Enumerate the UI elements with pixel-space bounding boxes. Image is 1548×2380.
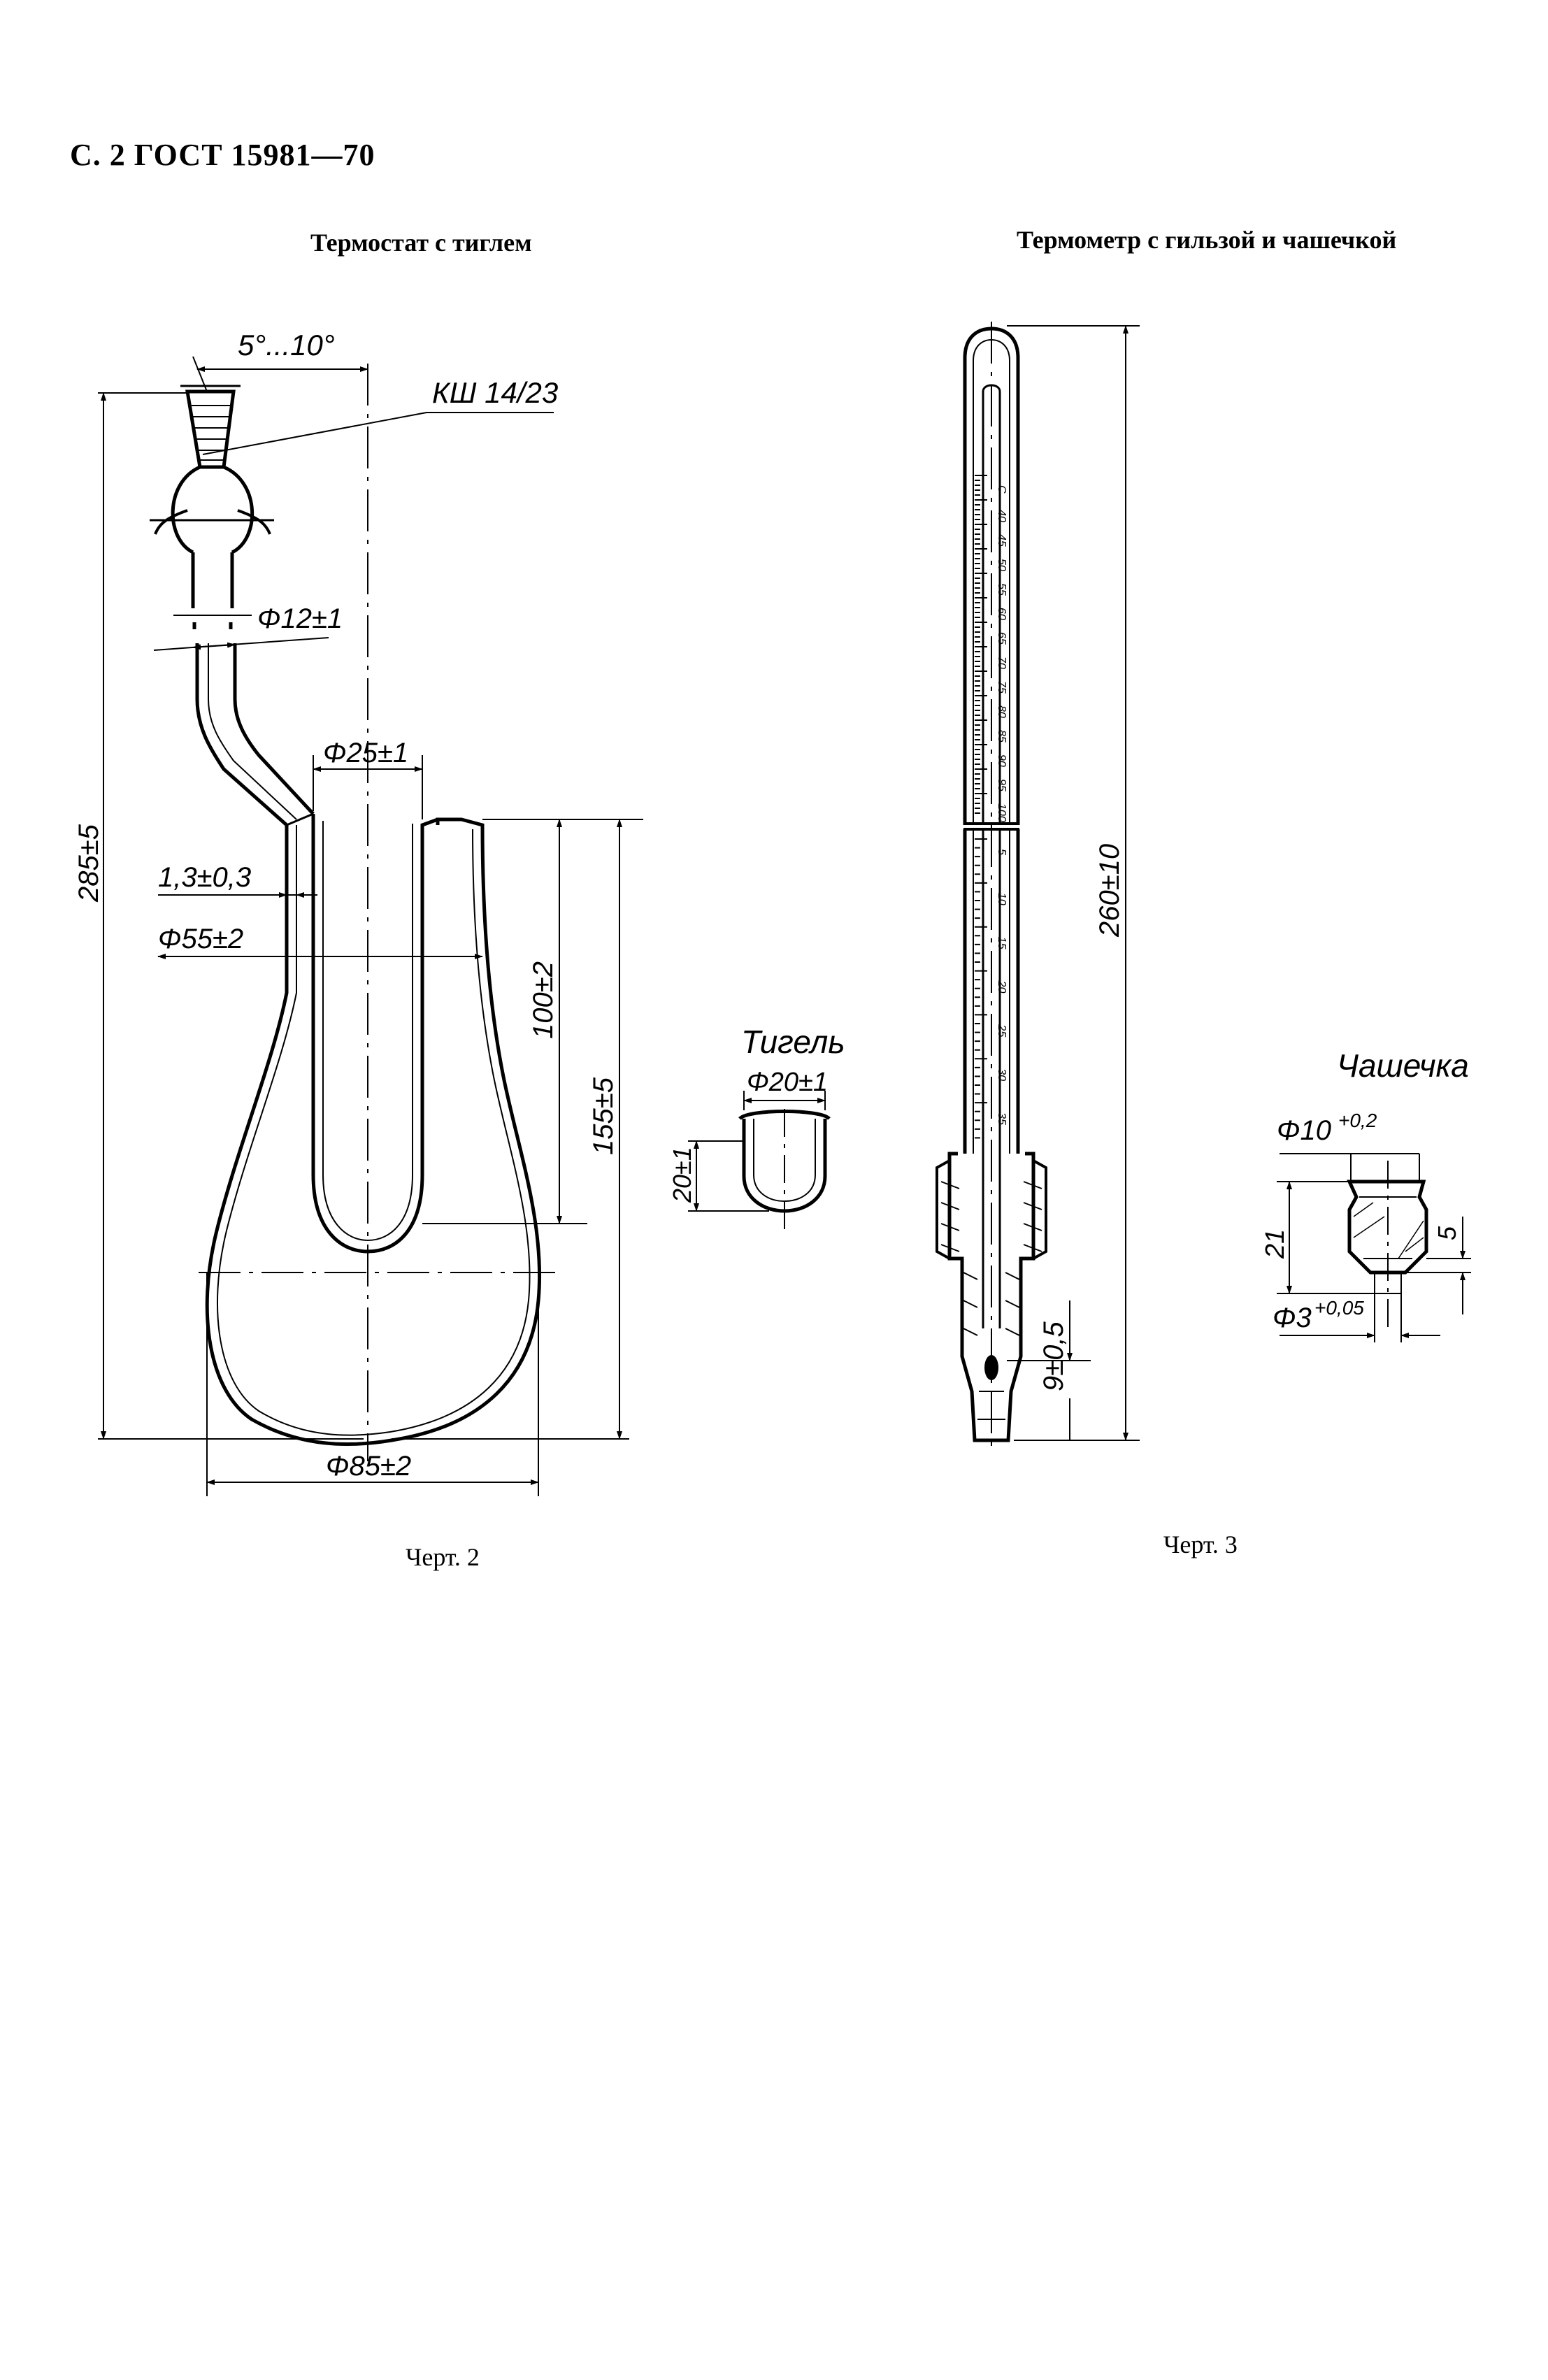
dim-tube-diameter: Φ12±1 — [257, 603, 343, 634]
lower-scale-label: 15 — [996, 937, 1008, 949]
upper-scale-label: 100 — [996, 803, 1008, 822]
side-tube — [173, 552, 315, 826]
upper-scale-label: 60 — [996, 608, 1008, 620]
dim-neck-diameter: Φ55±2 — [158, 924, 243, 954]
ground-joint — [180, 385, 241, 469]
upper-scale-label: 90 — [996, 754, 1008, 767]
upper-scale-label: C — [996, 485, 1008, 494]
lower-scale-label: 25 — [996, 1024, 1008, 1037]
crucible-height: 20±1 — [668, 1147, 696, 1203]
dim-bulb-diameter: Φ85±2 — [326, 1451, 411, 1482]
crucible-diameter: Φ20±1 — [747, 1068, 828, 1097]
dim-inner-depth: 100±2 — [528, 961, 559, 1039]
figure2-label: Черт. 2 — [406, 1543, 480, 1571]
thermometer-scale: C 40 45 50 55 60 65 70 75 80 85 90 95 100 5 10 15 20 25 30 3… — [975, 475, 1008, 1139]
cup-diameter-tolerance: +0,2 — [1338, 1110, 1377, 1131]
cup-drawing: Чашечка Φ10 +0,2 21 5 Φ3 +0,05 — [1261, 1047, 1471, 1342]
dim-wall: 1,3±0,3 — [158, 862, 251, 893]
dim-joint: КШ 14/23 — [432, 376, 558, 409]
dim-angle: 5°...10° — [238, 329, 335, 361]
dim-body-height: 155±5 — [588, 1077, 619, 1155]
lower-scale-label: 5 — [996, 849, 1008, 855]
lower-scale-label: 20 — [996, 980, 1008, 994]
upper-scale-label: 85 — [996, 730, 1008, 743]
dim-thermometer-length: 260±10 — [1094, 844, 1125, 938]
upper-scale-label: 40 — [996, 510, 1008, 522]
joint-bulb — [150, 465, 274, 554]
cup-depth: 5 — [1433, 1226, 1461, 1240]
lower-scale-label: 10 — [996, 893, 1008, 905]
upper-scale-label: 75 — [996, 681, 1008, 694]
dim-total-height: 285±5 — [73, 824, 104, 903]
lower-scale-label: 35 — [996, 1112, 1008, 1125]
cup-height: 21 — [1261, 1229, 1290, 1259]
crucible-title: Тигель — [741, 1024, 845, 1060]
upper-scale-label: 55 — [996, 583, 1008, 596]
crucible-drawing: Тигель Φ20±1 20±1 — [668, 1024, 845, 1231]
thermometer-drawing: C 40 45 50 55 60 65 70 75 80 85 90 95 100 5 10 15 20 25 30 3… — [936, 322, 1140, 1454]
upper-scale-label: 80 — [996, 705, 1008, 718]
thermostat-drawing: 5°...10° КШ 14/23 Φ12±1 Φ25±1 285±5 1,3±… — [73, 329, 643, 1496]
figure2-caption: Термостат с тиглем — [310, 229, 532, 257]
upper-scale-label: 70 — [996, 657, 1008, 669]
cup-hole-tolerance: +0,05 — [1314, 1297, 1364, 1319]
dim-tip: 9±0,5 — [1038, 1321, 1069, 1391]
cup-title: Чашечка — [1337, 1047, 1469, 1084]
figure3-label: Черт. 3 — [1163, 1530, 1238, 1558]
lower-scale-label: 30 — [996, 1068, 1008, 1081]
dim-inner-diameter: Φ25±1 — [323, 738, 408, 768]
upper-scale-label: 45 — [996, 534, 1008, 547]
cup-diameter: Φ10 — [1277, 1115, 1331, 1146]
page-header: С. 2 ГОСТ 15981—70 — [70, 138, 375, 172]
dimension-lines — [98, 356, 643, 1496]
thermometer-housing — [936, 1152, 1047, 1442]
upper-scale-label: 95 — [996, 779, 1008, 791]
upper-scale-label: 65 — [996, 632, 1008, 645]
figure3-caption: Термометр с гильзой и чашечкой — [1017, 226, 1397, 254]
cup-hole: Φ3 — [1273, 1303, 1312, 1333]
vessel-body — [205, 812, 542, 1447]
upper-scale-label: 50 — [996, 559, 1008, 571]
